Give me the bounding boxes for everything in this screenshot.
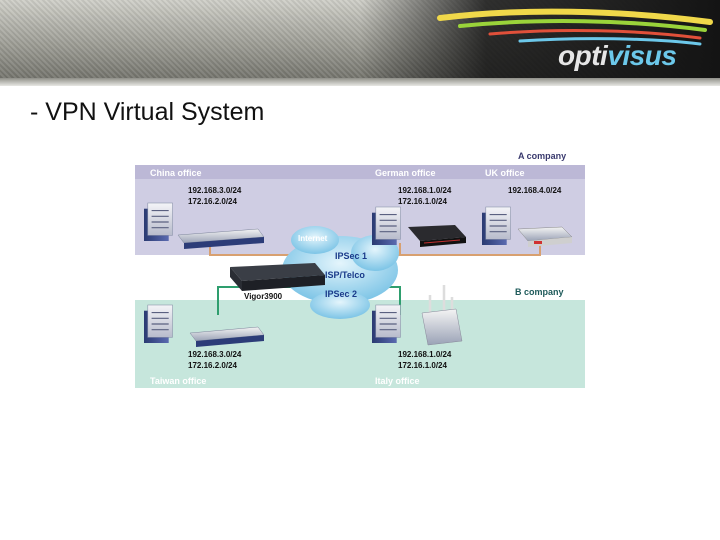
china-server-icon [144,203,173,241]
internet-label: Internet [298,234,328,243]
taiwan-ip2: 172.16.2.0/24 [188,361,237,370]
china-office-label: China office [150,168,202,178]
italy-server-icon [372,305,401,343]
china-ip2: 172.16.2.0/24 [188,197,237,206]
german-ip1: 192.168.1.0/24 [398,186,452,195]
ipsec2-label: IPSec 2 [325,289,357,299]
isp-telco-label: ISP/Telco [325,270,365,280]
taiwan-ip1: 192.168.3.0/24 [188,350,242,359]
italy-router-icon [422,285,462,345]
italy-office-label: Italy office [375,376,420,386]
ipsec1-label: IPSec 1 [335,251,367,261]
german-server-icon [372,207,401,245]
uk-ip1: 192.168.4.0/24 [508,186,562,195]
header-banner: optivisus [0,0,720,86]
b-company-label: B company [515,287,564,297]
optivisus-logo: optivisus [558,40,676,72]
china-ip1: 192.168.3.0/24 [188,186,242,195]
german-office-label: German office [375,168,436,178]
vigor3900-label: Vigor3900 [244,292,283,301]
uk-office-label: UK office [485,168,525,178]
taiwan-server-icon [144,305,173,343]
uk-server-icon [482,207,511,245]
a-company-label: A company [518,151,566,161]
vpn-diagram: China office 192.168.3.0/24 172.16.2.0/2… [130,145,590,395]
taiwan-office-label: Taiwan office [150,376,206,386]
italy-ip1: 192.168.1.0/24 [398,350,452,359]
page-title: - VPN Virtual System [30,98,264,127]
header-bottom-strip [0,78,720,86]
german-ip2: 172.16.1.0/24 [398,197,447,206]
italy-ip2: 172.16.1.0/24 [398,361,447,370]
